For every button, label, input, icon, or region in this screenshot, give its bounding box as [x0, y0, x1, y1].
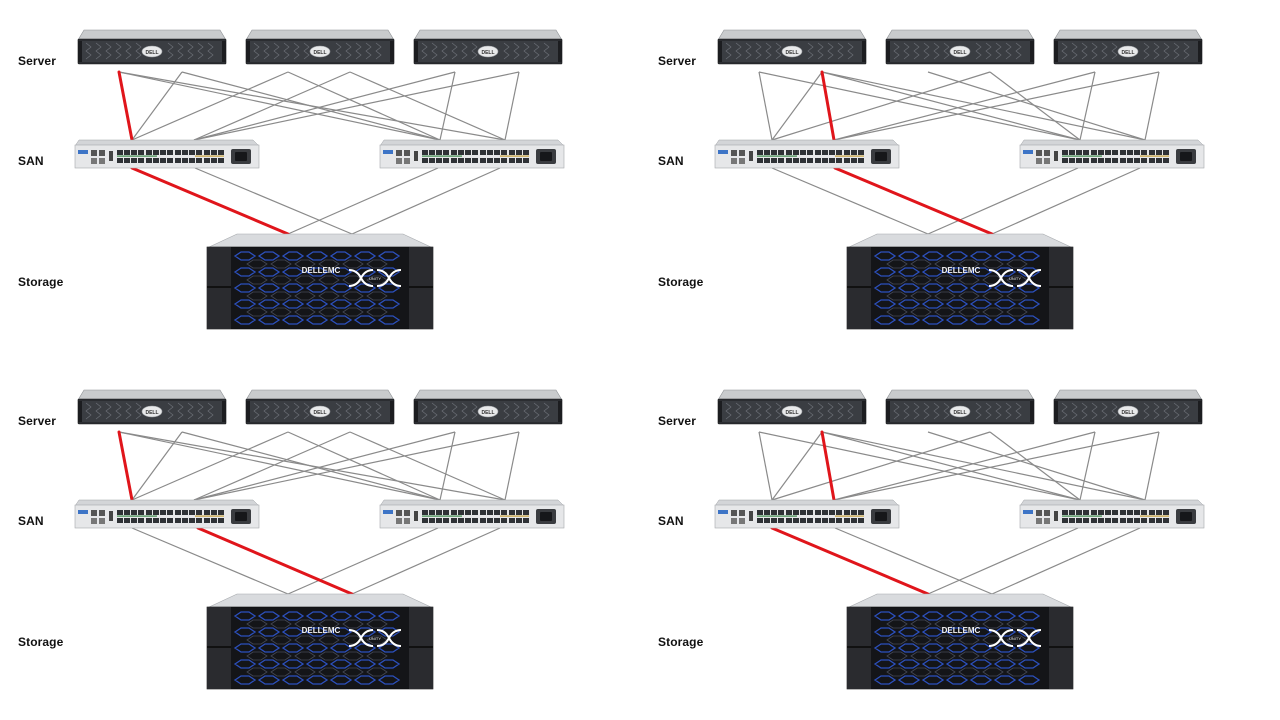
server-3: [1053, 29, 1203, 65]
topology-diagram: [714, 29, 1205, 330]
storage-array: [846, 233, 1074, 330]
server-2: [245, 389, 395, 425]
topology-diagram: [74, 389, 565, 690]
server-2: [885, 29, 1035, 65]
server-1: [717, 389, 867, 425]
storage-row-label: Storage: [658, 275, 704, 289]
san-switch-1: [714, 139, 900, 169]
storage-row-label: Storage: [18, 635, 64, 649]
server-row-label: Server: [18, 414, 56, 428]
fabric-cables: [758, 71, 1160, 235]
san-switch-2: [1019, 139, 1205, 169]
storage-row-label: Storage: [18, 275, 64, 289]
active-path: [770, 430, 930, 596]
san-row-label: SAN: [18, 514, 44, 528]
scenario-top-right: Server SAN Storage: [640, 0, 1280, 360]
topology-diagram: [714, 389, 1205, 690]
server-3: [1053, 389, 1203, 425]
san-row-label: SAN: [18, 154, 44, 168]
scenario-bottom-right: Server SAN Storage: [640, 360, 1280, 720]
server-2: [885, 389, 1035, 425]
storage-array: [206, 593, 434, 690]
scenario-top-left: Server SAN Storage: [0, 0, 640, 360]
server-row-label: Server: [658, 54, 696, 68]
storage-array: [846, 593, 1074, 690]
server-3: [413, 29, 563, 65]
san-switch-1: [74, 139, 260, 169]
server-1: [717, 29, 867, 65]
storage-array: [206, 233, 434, 330]
san-switch-2: [379, 499, 565, 529]
san-switch-2: [379, 139, 565, 169]
active-path: [820, 70, 994, 236]
topology-diagram: [74, 29, 565, 330]
fabric-cables: [758, 431, 1160, 595]
server-1: [77, 29, 227, 65]
server-row-label: Server: [658, 414, 696, 428]
san-switch-1: [74, 499, 260, 529]
san-row-label: SAN: [658, 514, 684, 528]
server-2: [245, 29, 395, 65]
server-row-label: Server: [18, 54, 56, 68]
fabric-cables: [118, 71, 520, 235]
san-switch-1: [714, 499, 900, 529]
server-1: [77, 389, 227, 425]
san-row-label: SAN: [658, 154, 684, 168]
san-switch-2: [1019, 499, 1205, 529]
fabric-cables: [118, 431, 520, 595]
storage-row-label: Storage: [658, 635, 704, 649]
active-path: [117, 70, 290, 236]
scenario-bottom-left: Server SAN Storage: [0, 360, 640, 720]
server-3: [413, 389, 563, 425]
active-path: [117, 430, 354, 596]
